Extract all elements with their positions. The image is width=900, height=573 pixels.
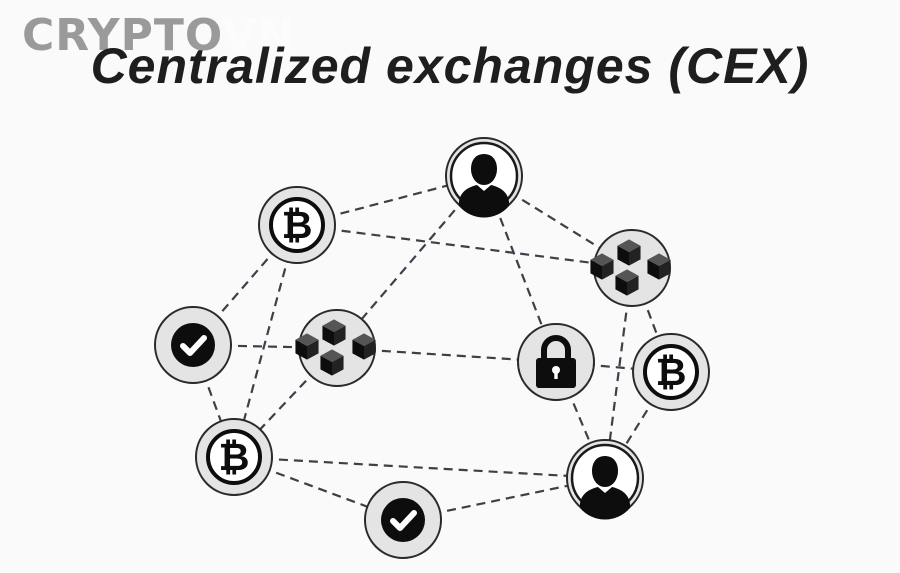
- node-bitcoin-lower-left: [195, 418, 273, 496]
- node-bitcoin-right: [632, 333, 710, 411]
- node-check-left: [154, 306, 232, 384]
- user-icon: [449, 141, 519, 219]
- bitcoin-icon: [206, 429, 262, 485]
- nodes-layer: [154, 137, 710, 559]
- checkmark-icon: [381, 498, 425, 542]
- watermark-brand: CRYPTO: [22, 10, 223, 61]
- edge-bitcoin-upper-left-to-bitcoin-lower-left: [232, 224, 299, 458]
- node-lock: [517, 323, 595, 401]
- watermark-suffix: VN: [222, 10, 296, 61]
- edge-bitcoin-upper-left-to-check-left: [192, 224, 298, 346]
- edge-bitcoin-upper-left-to-blocks-right: [296, 223, 633, 270]
- checkmark-icon: [171, 323, 215, 367]
- edge-bitcoin-lower-left-to-user-bottom-right: [233, 455, 606, 480]
- node-user-bottom-right: [566, 439, 644, 521]
- bitcoin-icon: [269, 197, 325, 253]
- user-icon: [570, 443, 640, 521]
- node-check-bottom: [364, 481, 442, 559]
- node-user-top: [445, 137, 523, 219]
- watermark-logo: CRYPTOVN: [22, 14, 295, 58]
- bitcoin-icon: [643, 344, 699, 400]
- page-title: Centralized exchanges (CEX): [90, 38, 810, 94]
- node-blocks-center: [295, 309, 376, 387]
- node-blocks-right: [590, 229, 671, 307]
- node-bitcoin-upper-left: [258, 186, 336, 264]
